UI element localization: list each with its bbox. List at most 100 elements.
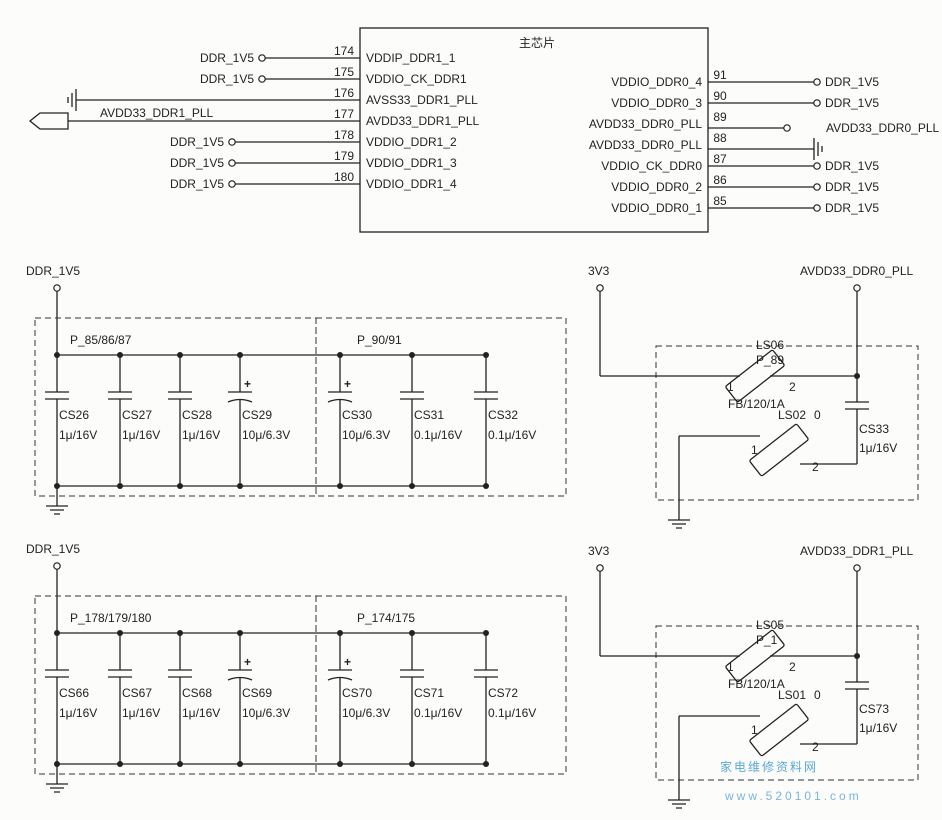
rail-label: DDR_1V5 <box>26 264 80 278</box>
junction-dot <box>409 352 415 358</box>
junction-dot <box>54 352 60 358</box>
pin-name: VDDIO_DDR1_3 <box>366 156 457 170</box>
ground-symbol <box>800 138 823 160</box>
pin-number: 88 <box>713 131 727 145</box>
pin-number: 2 <box>789 660 796 674</box>
junction-dot <box>337 761 343 767</box>
junction-dot <box>54 630 60 636</box>
rail-label: AVDD33_DDR0_PLL <box>800 264 913 278</box>
pin-number: 176 <box>334 86 354 100</box>
ferrite-body <box>749 423 809 477</box>
junction-dot <box>409 483 415 489</box>
ferrite-bead <box>725 349 785 403</box>
cap-value: 1μ/16V <box>59 428 97 442</box>
cap-ref: CS31 <box>414 408 444 422</box>
terminal-circle <box>228 159 236 167</box>
rail-label: 3V3 <box>588 264 610 278</box>
cap-plate-curved <box>327 676 353 681</box>
terminal-circle <box>853 564 861 572</box>
junction-dot <box>483 352 489 358</box>
terminal-circle <box>228 180 236 188</box>
cap-ref: CS30 <box>342 408 372 422</box>
cap-value: 1μ/16V <box>859 721 897 735</box>
pin-name: VDDIO_CK_DDR0 <box>601 159 702 173</box>
ferrite-body <box>725 629 785 683</box>
junction-dot <box>237 761 243 767</box>
junction-dot <box>177 483 183 489</box>
watermark-text: 家电维修资料网 <box>720 759 818 774</box>
ground-symbol <box>668 512 690 529</box>
group-box <box>315 317 567 497</box>
junction-dot <box>483 761 489 767</box>
polarity-plus: + <box>244 655 251 669</box>
pin-name: AVDD33_DDR1_PLL <box>366 114 479 128</box>
group-label: P_174/175 <box>357 611 415 625</box>
cap-value: 10μ/6.3V <box>342 428 390 442</box>
pin-name: VDDIO_DDR0_3 <box>611 96 702 110</box>
cap-ref: CS32 <box>488 408 518 422</box>
cap-ref: CS66 <box>59 686 89 700</box>
group-box <box>315 595 567 775</box>
pin-number: 86 <box>713 173 727 187</box>
pin-number: 89 <box>713 110 727 124</box>
net-label: DDR_1V5 <box>200 51 254 65</box>
cap-value: 0.1μ/16V <box>488 706 536 720</box>
terminal-circle <box>813 99 821 107</box>
group-box <box>34 317 317 497</box>
junction-dot <box>117 483 123 489</box>
cap-value: 10μ/6.3V <box>242 706 290 720</box>
pin-name: VDDIP_DDR1_1 <box>366 51 456 65</box>
junction-dot <box>483 630 489 636</box>
filter-box <box>655 625 919 781</box>
pin-name: VDDIO_DDR1_2 <box>366 135 457 149</box>
net-label: AVDD33_DDR1_PLL <box>100 106 213 120</box>
chip-title: 主芯片 <box>519 36 555 50</box>
ferrite-pin: P_1 <box>756 633 778 647</box>
pin-number: 87 <box>713 152 727 166</box>
junction-dot <box>177 352 183 358</box>
cap-ref: CS27 <box>122 408 152 422</box>
junction-dot <box>409 761 415 767</box>
chip-body <box>359 27 709 233</box>
junction-dot <box>483 483 489 489</box>
cap-ref: CS33 <box>859 422 889 436</box>
ferrite-value: FB/120/1A <box>728 677 785 691</box>
junction-dot <box>54 483 60 489</box>
polarity-plus: + <box>344 377 351 391</box>
ground-lines <box>668 792 690 809</box>
cap-value: 1μ/16V <box>859 441 897 455</box>
resistor-value: 0 <box>814 408 821 422</box>
ground-symbol <box>46 776 68 793</box>
terminal-circle <box>783 124 791 132</box>
filter-box <box>655 345 919 501</box>
pin-name: VDDIO_DDR0_4 <box>611 75 702 89</box>
ferrite-ref: LS06 <box>756 338 784 352</box>
cap-ref: CS26 <box>59 408 89 422</box>
resistor-value: 0 <box>814 688 821 702</box>
terminal-circle <box>228 138 236 146</box>
zero-ohm-link <box>749 423 809 477</box>
cap-value: 1μ/16V <box>182 706 220 720</box>
pin-number: 90 <box>713 89 727 103</box>
ferrite-pin: P_89 <box>756 353 784 367</box>
cap-plate-curved <box>227 676 253 681</box>
pin-number: 91 <box>713 68 727 82</box>
net-label: DDR_1V5 <box>170 135 224 149</box>
net-label: DDR_1V5 <box>170 156 224 170</box>
pin-number: 1 <box>751 723 758 737</box>
terminal-circle <box>813 162 821 170</box>
cap-value: 0.1μ/16V <box>488 428 536 442</box>
ground-symbol <box>67 89 90 111</box>
junction-dot <box>54 761 60 767</box>
net-label: DDR_1V5 <box>825 96 879 110</box>
group-label: P_85/86/87 <box>70 333 132 347</box>
cap-ref: CS70 <box>342 686 372 700</box>
pin-name: VDDIO_DDR0_1 <box>611 201 702 215</box>
cap-value: 1μ/16V <box>182 428 220 442</box>
junction-dot <box>237 630 243 636</box>
ferrite-body <box>749 703 809 757</box>
junction-dot <box>117 352 123 358</box>
resistor-ref: LS01 <box>778 688 806 702</box>
pin-number: 85 <box>713 194 727 208</box>
port-arrow <box>28 112 69 130</box>
